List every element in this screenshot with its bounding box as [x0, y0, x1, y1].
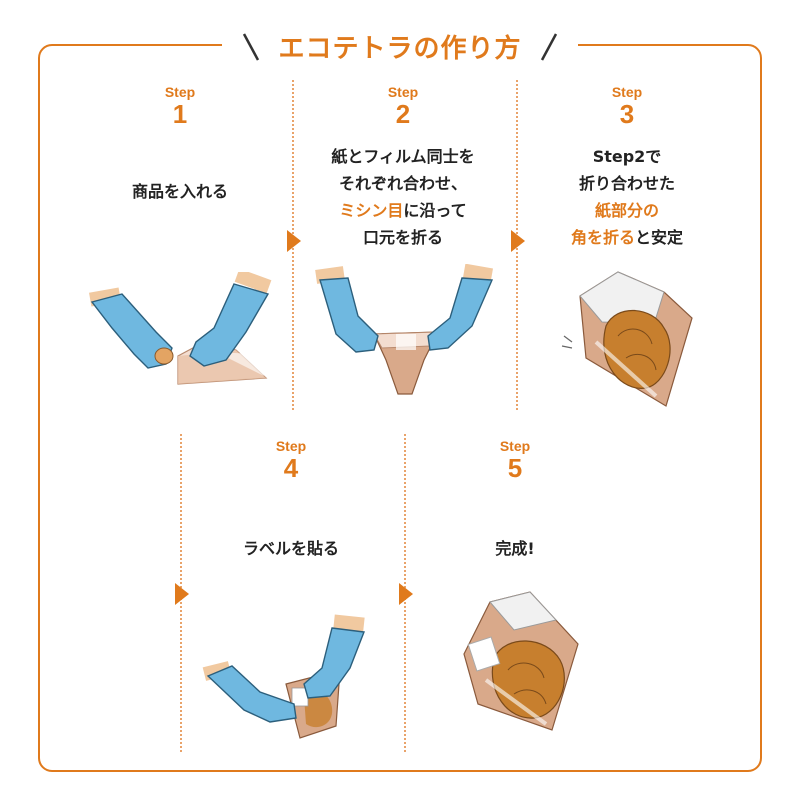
step-number: 3: [619, 99, 635, 129]
step-3-description: Step2で折り合わせた紙部分の角を折ると安定: [527, 143, 727, 251]
step-label: Step: [499, 438, 531, 454]
highlight-text: ミシン目: [339, 201, 404, 220]
slash-left-icon: [243, 33, 260, 61]
description-line: 紙とフィルム同士を: [303, 143, 503, 170]
bag-icon: [373, 331, 439, 395]
description-line: 完成!: [415, 535, 615, 562]
step-label: Step: [611, 84, 643, 100]
step-4-header: Step 4: [241, 438, 341, 482]
arrow-right-icon: [287, 230, 301, 252]
description-line: 商品を入れる: [80, 178, 280, 205]
step-5-header: Step 5: [465, 438, 565, 482]
arrow-right-icon: [511, 230, 525, 252]
step-5-description: 完成!: [415, 535, 615, 562]
step-3-illustration: [561, 271, 693, 407]
step-4-illustration: [202, 614, 365, 739]
step-label: Step: [275, 438, 307, 454]
description-line: 折り合わせた: [527, 170, 727, 197]
step-label: Step: [164, 84, 196, 100]
step-3-header: Step 3: [577, 84, 677, 128]
description-text: ラベルを貼る: [242, 539, 339, 558]
description-line: 口元を折る: [303, 224, 503, 251]
arrow-right-icon: [175, 583, 189, 605]
glove-hand-icon: [315, 266, 379, 353]
step-number: 5: [507, 453, 523, 483]
step-1-description: 商品を入れる: [80, 178, 280, 205]
description-text: 折り合わせた: [578, 174, 675, 193]
description-text: と安定: [635, 228, 684, 247]
highlight-text: 角を折る: [570, 228, 635, 247]
title-area: エコテトラの作り方: [0, 18, 800, 74]
arrow-right-icon: [399, 583, 413, 605]
step-2-description: 紙とフィルム同士をそれぞれ合わせ、ミシン目に沿って口元を折る: [303, 143, 503, 251]
step-4-description: ラベルを貼る: [191, 535, 391, 562]
title-box: エコテトラの作り方: [222, 18, 578, 74]
glove-hand-icon: [189, 272, 272, 367]
description-text: 商品を入れる: [131, 182, 228, 201]
step-1-illustration: [89, 272, 272, 385]
description-line: ミシン目に沿って: [303, 197, 503, 224]
description-text: 完成!: [495, 539, 535, 558]
description-line: それぞれ合わせ、: [303, 170, 503, 197]
glove-hand-icon: [303, 614, 365, 699]
description-text: 口元を折る: [362, 228, 443, 247]
description-text: 紙とフィルム同士を: [331, 147, 475, 166]
step-2-header: Step 2: [353, 84, 453, 128]
description-line: ラベルを貼る: [191, 535, 391, 562]
description-text: それぞれ合わせ、: [338, 174, 467, 193]
description-line: 角を折ると安定: [527, 224, 727, 251]
step-number: 2: [395, 99, 411, 129]
step-number: 4: [283, 453, 299, 483]
bag-icon: [463, 591, 579, 731]
step-label: Step: [387, 84, 419, 100]
highlight-text: 紙部分の: [594, 201, 659, 220]
step-2-illustration: [315, 264, 494, 395]
glove-hand-icon: [89, 287, 174, 369]
bag-icon: [561, 271, 693, 407]
glove-hand-icon: [202, 661, 297, 723]
page-title: エコテトラの作り方: [278, 33, 522, 64]
step-number: 1: [172, 99, 188, 129]
step-1-header: Step 1: [130, 84, 230, 128]
step-5-illustration: [463, 591, 579, 731]
glove-hand-icon: [427, 264, 494, 351]
description-line: 紙部分の: [527, 197, 727, 224]
slash-right-icon: [540, 33, 557, 61]
description-text: Step2で: [592, 147, 662, 166]
description-text: に沿って: [403, 201, 467, 220]
description-line: Step2で: [527, 143, 727, 170]
